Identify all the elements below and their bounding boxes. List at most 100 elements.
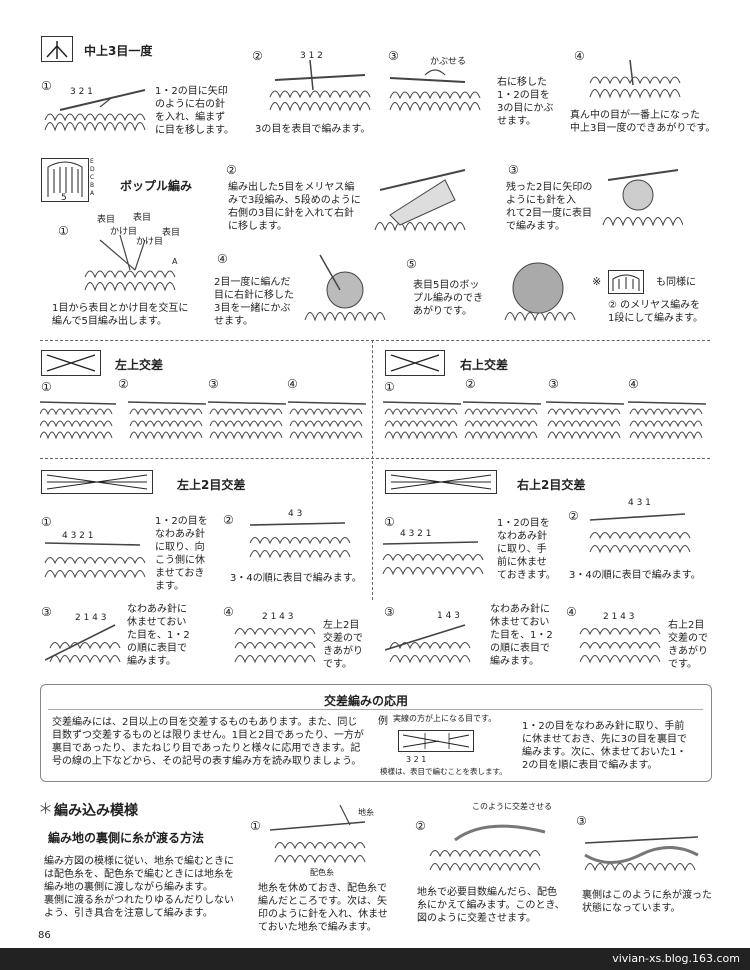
step-nums: 1 4 3 [437,611,460,621]
step-text: 左上2目 交差ので きあがり です。 [323,620,363,670]
knitting-illustration [44,89,146,132]
knitting-illustration [270,804,366,864]
watermark-text: vivian-xs.blog.163.com [612,952,740,965]
section-divider [40,340,710,341]
step-nums: 3 1 2 [300,51,323,61]
label-jiito: 地糸 [358,808,374,817]
step-nums: 2 1 4 3 [603,612,635,622]
step-number: ③ [548,377,559,391]
step-text: 編み出した5目をメリヤス編 みで3段編み、5段めのように 右側の3目に針を入れて… [228,182,361,232]
step-number: ② [252,49,263,63]
step-number: ③ [508,163,519,177]
step-text: 右上2目 交差ので きあがり です。 [668,620,708,670]
example-symbol [398,730,474,752]
knitting-illustration [579,628,661,664]
left-2-cross-symbol [41,470,153,494]
left-cross-symbol [41,350,101,376]
step-text: 残った2目に矢印の ようにも針を入 れて2目一度に表目 で編みます。 [506,182,593,232]
step-number: ③ [384,605,395,619]
step-number: ④ [223,605,234,619]
knitting-illustration [304,254,386,322]
popple-symbol [41,158,89,202]
step-nums: 4 3 2 1 [400,529,432,539]
label-omote: 表目 [162,228,181,238]
step-number: ② [568,509,579,523]
example-nums: 3 2 1 [406,755,427,764]
knitting-illustration [234,628,316,664]
title-left-cross: 左上交差 [115,358,164,372]
step-number: ① [384,515,395,529]
knitting-illustration [589,513,691,554]
watermark-bar: vivian-xs.blog.163.com [0,948,750,970]
step-text: なわあみ針に 休ませておい た目を、1・2 の順に表目で 編みます。 [127,604,190,667]
knitting-illustration [84,234,176,292]
example-caption: 模様は、表目で編むことを表します。 [380,767,507,776]
step-number: ② [118,377,129,391]
step-number: ① [41,79,52,93]
label-omote: 表目 [133,213,152,223]
step-text: 1目から表目とかけ目を交互に 編んで5目編み出します。 [52,303,189,327]
step-nums: 3 2 1 [70,87,93,97]
application-body: 交差編みには、2目以上の目を交差するものもあります。また、同じ 目数ずつ交差する… [52,717,364,767]
label-haishoku: 配色糸 [310,868,334,877]
knitting-illustration [374,169,466,232]
column-divider [372,340,373,600]
example-note: 実線の方が上になる目です。 [393,714,497,723]
application-rule [48,709,703,710]
knitting-illustration [269,59,371,112]
label-omote: 表目 [97,215,116,225]
step-text: 3の目を表目で編みます。 [255,124,371,135]
title-right-2-cross: 右上2目交差 [517,478,586,492]
cross-illustration-row [40,401,707,440]
application-right-text: 1・2の目をなわあみ針に取り、手前 に休ませておき、先に3の目を裏目で 編みます… [522,721,688,771]
label-a: A [172,257,178,266]
knitting-illustration [602,169,683,227]
step-number: ③ [208,377,219,391]
step-text: 裏側はこのように糸が渡った 状態になっています。 [582,890,712,914]
step-nums: 4 3 1 [628,498,651,508]
step-text: 3・4の順に表目で編みます。 [569,570,701,581]
step-number: ① [41,380,52,394]
colorwork-title: 編み込み模様 [54,803,138,819]
colorwork-body: 編み方図の模様に従い、地糸で編むときに は配色糸を、配色糸で編むときには地糸を … [44,856,234,919]
step-number: ② [465,377,476,391]
step-nums: 4 3 [288,509,303,519]
application-title: 交差編みの応用 [324,694,409,708]
label-kakeme: かけ目 [136,237,164,247]
step-text: 地糸を休めておき、配色糸で 編んだところです。次は、矢 印のように針を入れ、休ま… [258,883,388,933]
note-mark: ※ [592,275,602,288]
step-number: ③ [388,49,399,63]
knitting-illustration [385,624,471,664]
colorwork-subtitle: 編み地の裏側に糸が渡る方法 [48,831,205,845]
asterisk: ＊ [38,800,54,818]
row-legend: E D C B A [90,158,95,197]
step-nums: 2 1 4 3 [75,613,107,623]
step-text: 右に移した 1・2の目を 3の目にかぶ せます。 [497,77,554,127]
right-cross-symbol [385,350,445,376]
section-title-center-decrease: 中上3目一度 [84,44,153,58]
example-label: 例 [378,716,388,727]
step-text: 3・4の順に表目で編みます。 [230,573,362,584]
step-nums: 2 1 4 3 [262,612,294,622]
step-number: ④ [566,605,577,619]
step-number: ④ [628,377,639,391]
step-text: 1・2の目を なわあみ針 に取り、手 前に休ませ ておきます。 [497,518,556,581]
step-nums: 4 3 2 1 [62,531,94,541]
step-number: ① [384,380,395,394]
step-text: 地糸で必要目数編んだら、配色 糸にかえて編みます。このとき、 図のように交差させ… [417,887,565,924]
step-number: ② [415,819,426,833]
knitting-illustration [44,542,146,579]
cover-label: かぶせる [430,57,467,67]
note-side: も同様に [656,277,696,288]
knitting-illustration [589,59,681,99]
step-number: ④ [574,49,585,63]
step-number: ③ [41,605,52,619]
step-number: ⑤ [406,257,417,271]
knitting-illustration [504,262,576,322]
section-divider [40,458,710,459]
knitting-illustration [584,836,699,872]
center-double-decrease-symbol [41,36,73,62]
step-text: なわあみ針に 休ませておい た目を、1・2 の順に表目で 編みます。 [490,604,553,667]
popple-variant-symbol [608,270,644,294]
knitting-illustration [429,824,546,872]
